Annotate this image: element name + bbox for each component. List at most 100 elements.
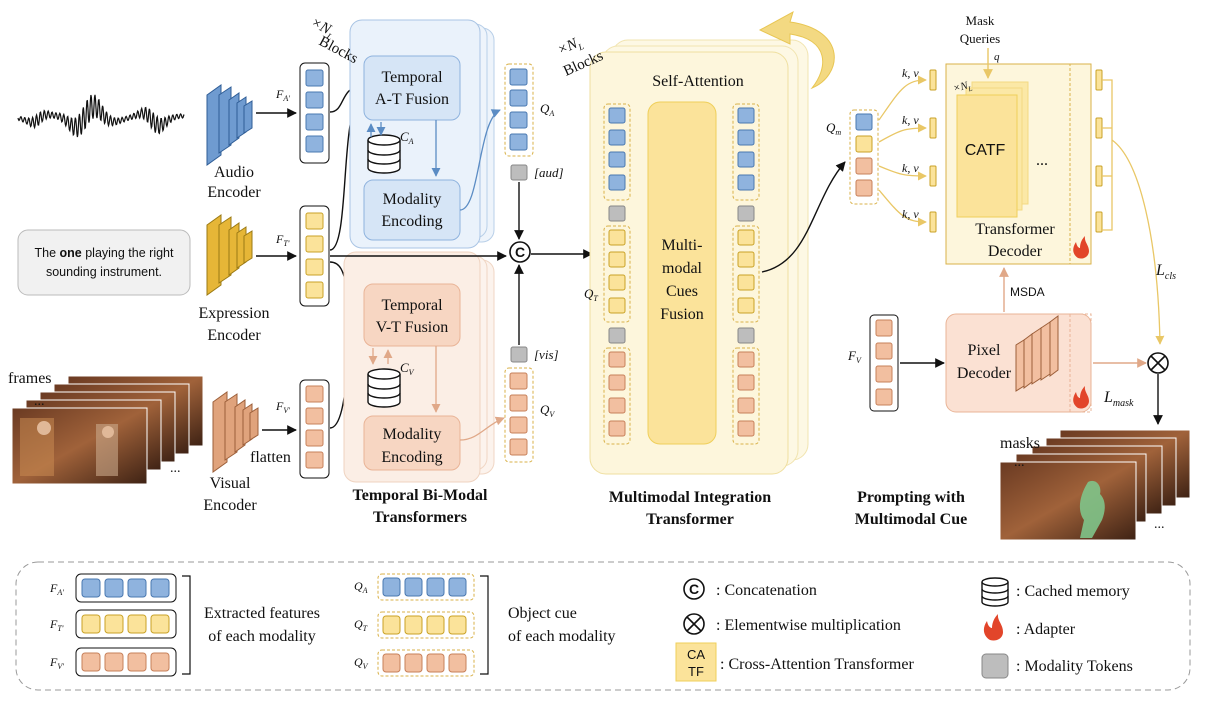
temporal-at-fusion-box (363, 55, 461, 121)
concat-arrows (330, 182, 593, 345)
adapter-flame-icon-decoder (1073, 236, 1089, 259)
loop-arrow-icon (758, 10, 835, 90)
fv-label: FV (847, 348, 862, 365)
frames-ellipsis-top: ... (34, 394, 45, 409)
kv-label-4: k, v (902, 207, 919, 221)
integration-to-decoder-arrow (761, 161, 846, 273)
cached-memory-icon-a (367, 134, 401, 174)
legend-mult-cross (686, 616, 702, 632)
catf-stack (956, 81, 1029, 218)
visual-encoder-icon (212, 391, 259, 473)
legend-modality-token-icon (981, 653, 1009, 679)
expression-text: The one playing the right (35, 246, 175, 260)
kv-label-3: k, v (902, 161, 919, 175)
modality-encoding-box-v (363, 415, 461, 471)
legend-qv-label: QV (354, 655, 369, 671)
pixel-decoder-layers-icon (1015, 315, 1059, 392)
adapter-flame-icon-pixel (1073, 386, 1089, 409)
integration-blocks-count: ×NL (555, 34, 585, 61)
expression-text-box (17, 229, 191, 296)
kv-label-1: k, v (902, 66, 919, 80)
legend-modality-tokens-label: : Modality Tokens (1016, 658, 1133, 675)
qm-column (849, 109, 879, 205)
masks-ellipsis-bottom: ... (1154, 517, 1165, 532)
legend-qt-label: QT (354, 617, 368, 633)
legend-cached-label: : Cached memory (1016, 583, 1130, 600)
text-feature-label: FT' (275, 232, 290, 248)
legend-cue-rows (377, 573, 489, 677)
audio-encoder-icon (206, 84, 253, 166)
legend-fv-label: FV' (49, 655, 64, 671)
video-frames-image (11, 375, 204, 485)
legend-cached-memory-icon (981, 577, 1009, 607)
legend-elementwise-label: : Elementwise multiplication (716, 617, 901, 634)
temporal-vt-fusion-box (363, 283, 461, 347)
frames-label: frames (8, 370, 52, 387)
audio-block-internal-arrows (366, 109, 501, 211)
decoder-output-lines (1102, 79, 1165, 345)
msda-label: MSDA (1010, 285, 1045, 299)
modality-encoding-box-a (363, 179, 461, 241)
output-masks-image (999, 429, 1191, 541)
aud-token (510, 164, 528, 181)
kv-slot-tokens (929, 69, 937, 233)
legend-catf-icon (675, 642, 717, 682)
l-mask-label: Lmask (1103, 389, 1134, 409)
aud-token-label: [aud] (534, 165, 564, 180)
vis-token (510, 346, 528, 363)
text-feature-column (299, 205, 330, 307)
legend-qa-label: QA (354, 579, 368, 595)
decoder-output-tokens (1095, 69, 1103, 233)
masks-ellipsis-top: ... (1014, 455, 1025, 470)
cache-a-label: CA (400, 129, 414, 146)
audio-feature-label: FA' (275, 87, 290, 103)
qm-label: Qm (826, 120, 841, 137)
legend-concat-icon (683, 578, 705, 600)
cache-v-label: CV (400, 360, 415, 377)
qa-column (504, 63, 534, 157)
frames-ellipsis-bottom: ... (170, 461, 181, 476)
visual-feature-label: FV' (275, 399, 290, 415)
legend-adapter-flame-icon (983, 614, 1003, 641)
legend-adapter-label: : Adapter (1016, 621, 1076, 638)
pixel-decoder-stack-edge (1069, 313, 1092, 413)
legend-catf-label: : Cross-Attention Transformer (720, 656, 914, 673)
qv-column (504, 367, 534, 463)
legend-fa-label: FA' (49, 581, 64, 597)
elementwise-mult-cross (1150, 355, 1166, 371)
l-cls-label: Lcls (1155, 262, 1176, 282)
q-label: q (994, 51, 1000, 63)
self-attention-label: Self-Attention (652, 73, 744, 90)
legend-feature-rows (75, 573, 191, 677)
qt-label: QT (584, 286, 598, 303)
legend-concat-label: : Concatenation (716, 582, 817, 599)
legend-box (15, 561, 1191, 691)
kv-label-2: k, v (902, 113, 919, 127)
vis-token-label: [vis] (534, 347, 559, 362)
catf-dots: ... (1036, 152, 1048, 169)
fv-column (869, 314, 899, 412)
concat-symbol-label: C (515, 244, 525, 260)
qm-to-decoder-arrows (878, 75, 927, 227)
expression-text-line2: sounding instrument. (46, 265, 162, 279)
audio-feature-column (299, 62, 330, 164)
visual-feature-column (299, 379, 330, 479)
